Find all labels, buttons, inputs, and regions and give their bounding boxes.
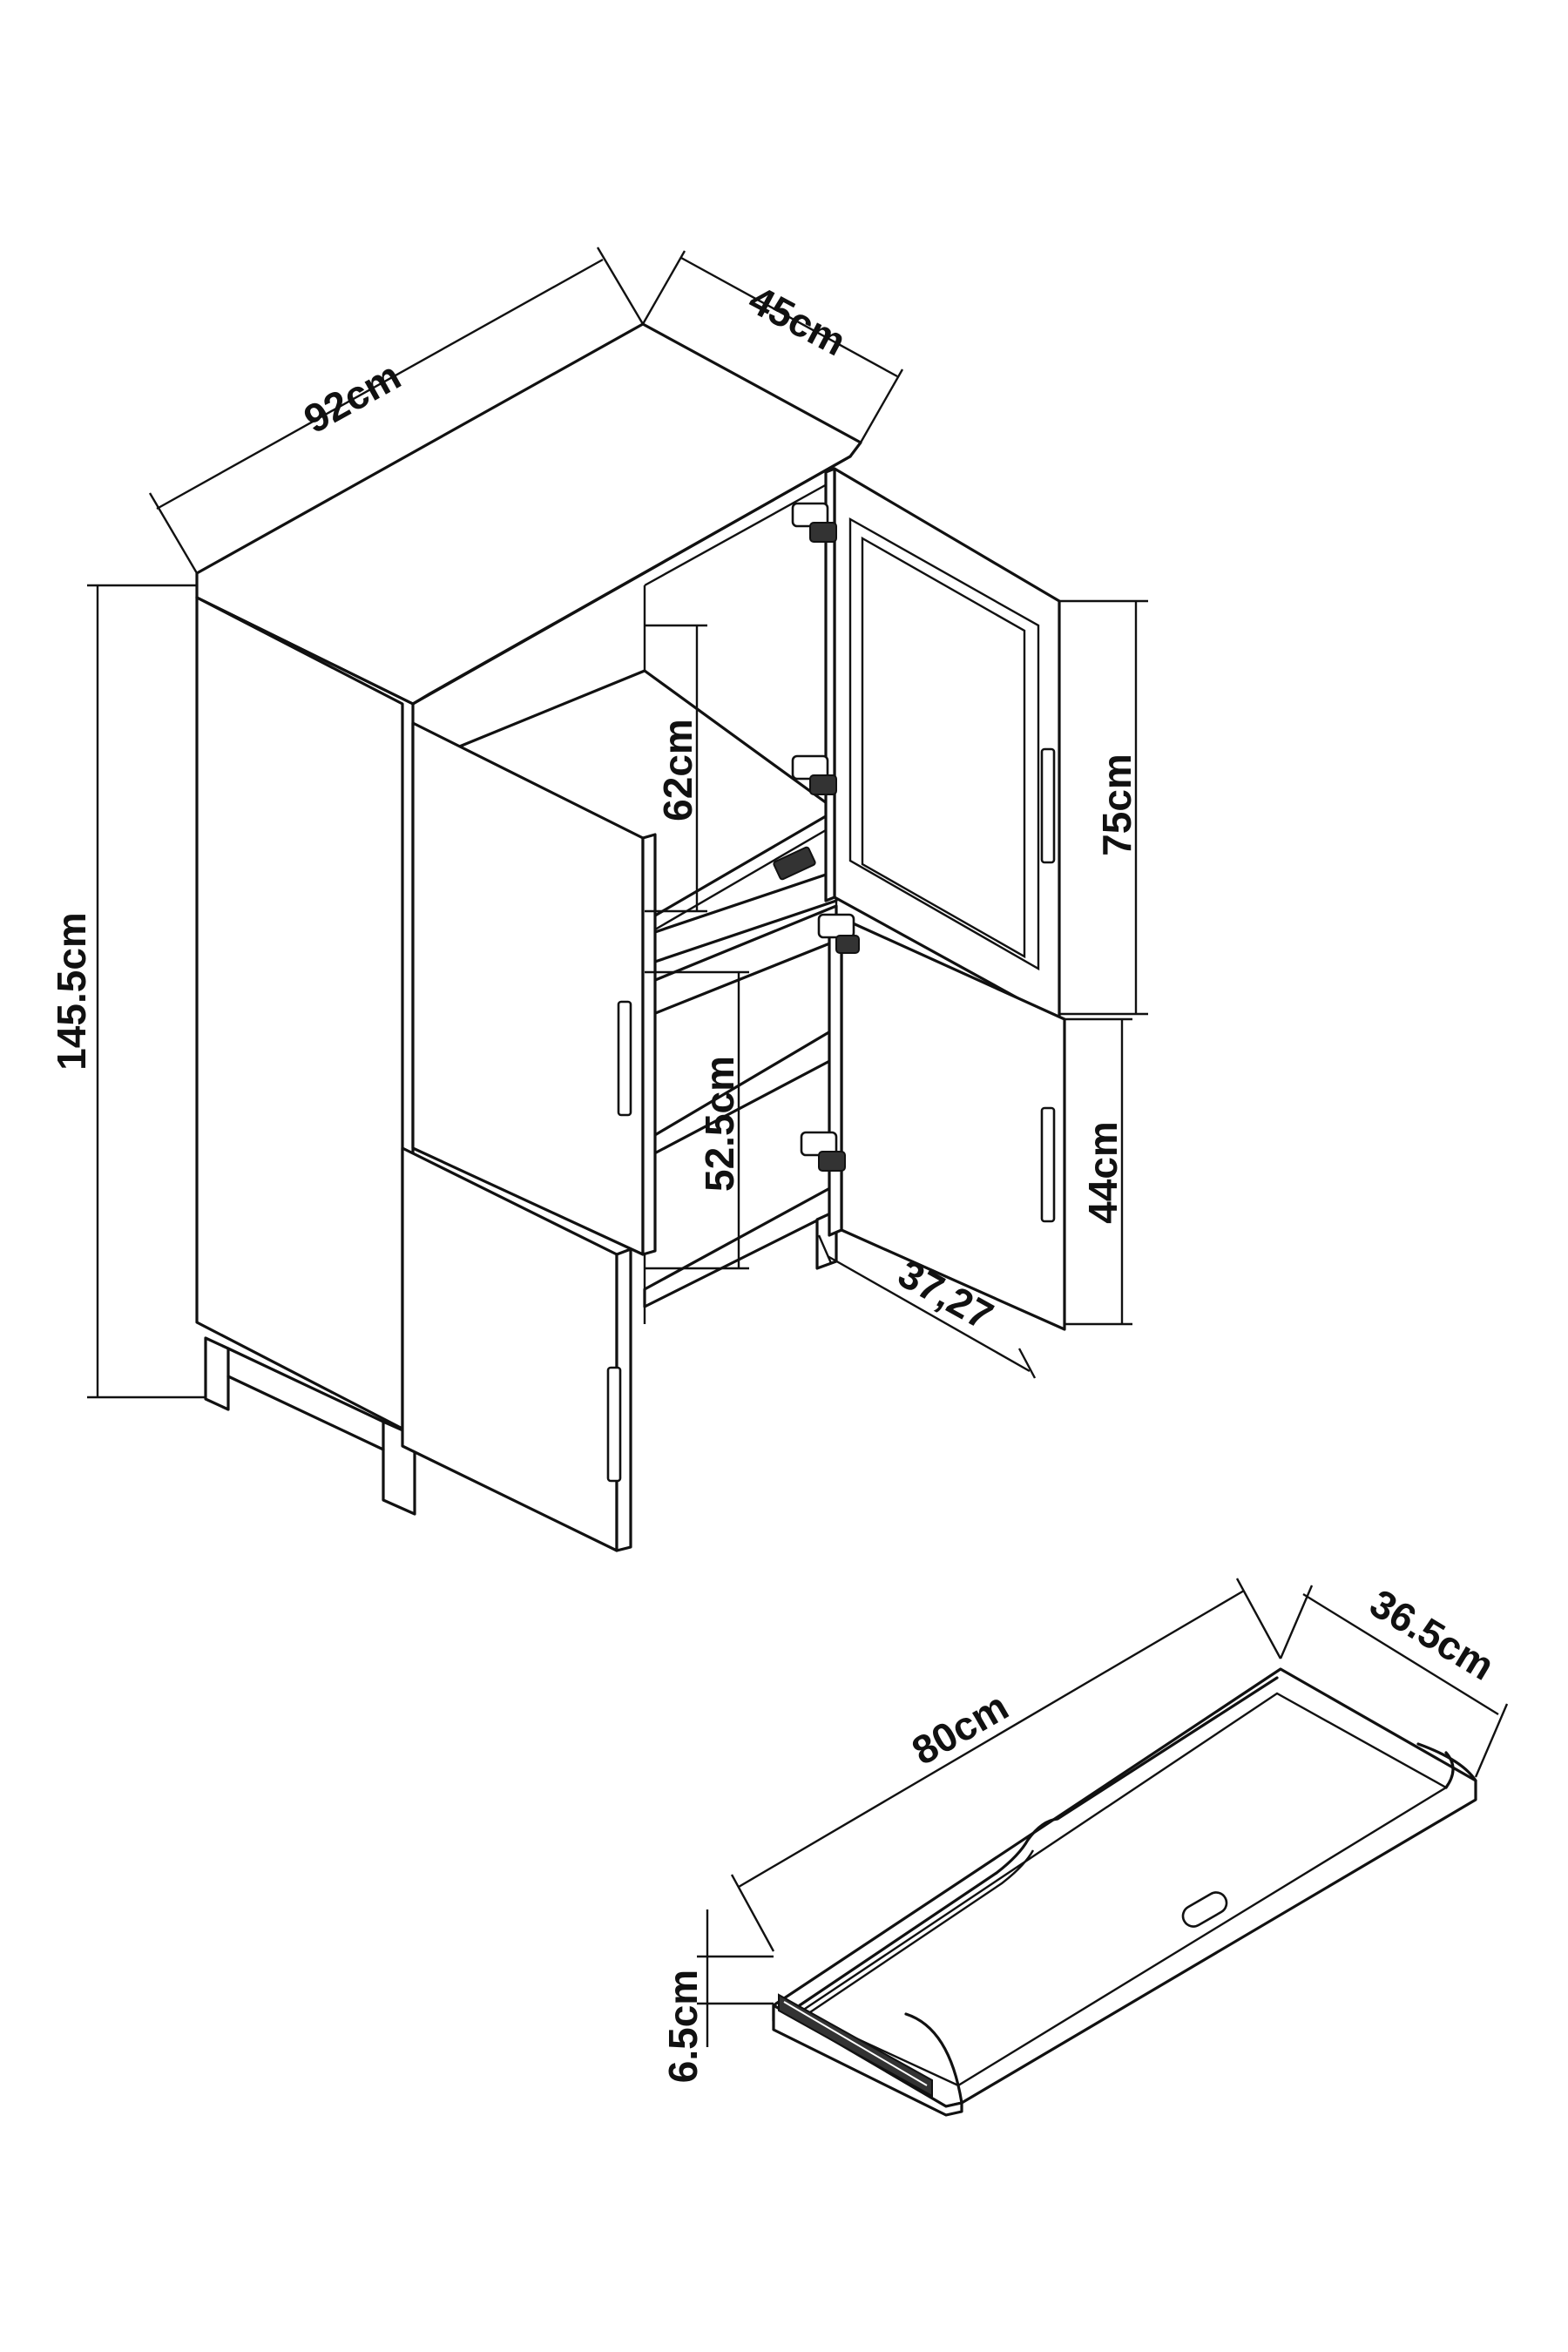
upper-shelf-height-label: 62cm <box>655 719 700 821</box>
width-label: 92cm <box>296 353 408 443</box>
right-upper-door-handle <box>1040 747 1056 864</box>
drawer-height-label: 6.5cm <box>660 1970 706 2083</box>
depth-label: 45cm <box>741 276 853 364</box>
bottom-board <box>643 1183 838 1308</box>
hinge-icon <box>791 502 837 543</box>
right-lower-door-label: 44cm <box>1080 1121 1125 1224</box>
drawer-front <box>772 2004 963 2117</box>
left-lower-door-handle <box>606 1366 622 1483</box>
left-upper-door-handle <box>617 1000 632 1117</box>
drawer-width-label: 80cm <box>904 1683 1016 1774</box>
cabinet-left-side <box>195 596 404 1430</box>
drawer-slot-icon <box>1181 1891 1228 1928</box>
right-lower-door-handle <box>1040 1106 1056 1223</box>
lower-shelf-height-label: 52.5cm <box>697 1056 742 1192</box>
drawer-runner-icon <box>773 846 816 881</box>
hinge-icon <box>817 913 860 954</box>
right-upper-door-label: 75cm <box>1094 754 1139 856</box>
leg-left-front <box>204 1336 230 1411</box>
drawer-base <box>772 1667 1477 2108</box>
height-label: 145.5cm <box>49 912 94 1071</box>
drawer-runner-icon <box>778 1993 933 2098</box>
cabinet <box>195 322 1066 1552</box>
glass-panel <box>848 517 1040 971</box>
hinge-icon <box>800 1131 846 1172</box>
hinge-icon <box>791 754 837 795</box>
drawer <box>772 1667 1477 2117</box>
